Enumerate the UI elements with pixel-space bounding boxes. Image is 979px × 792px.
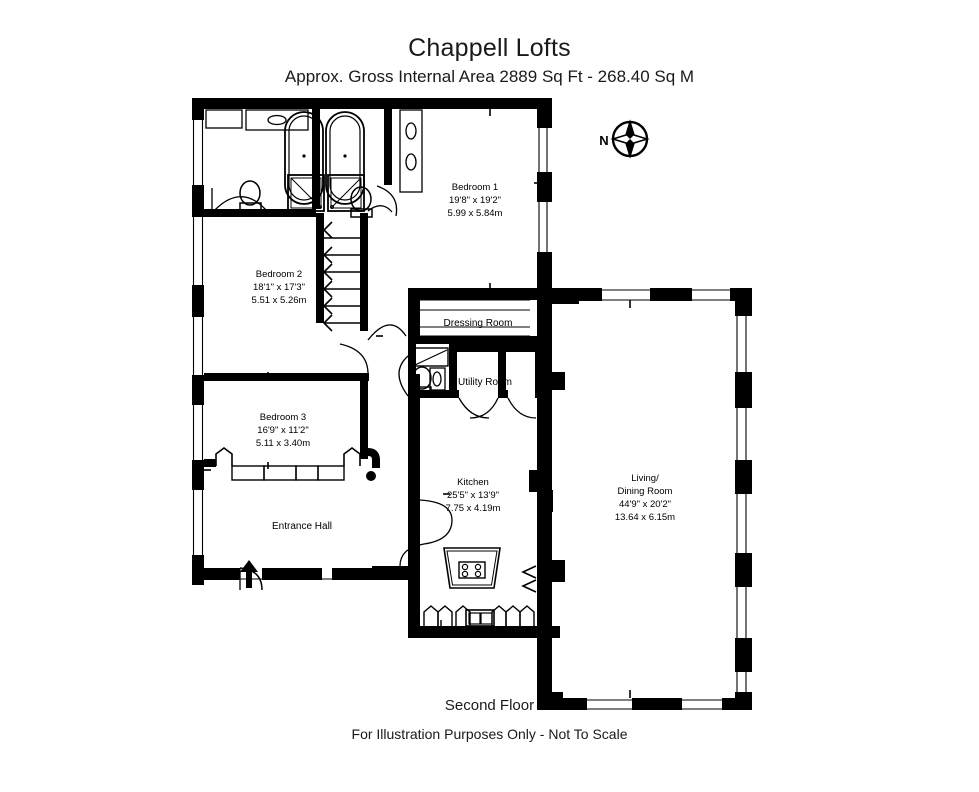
room-label-living-dining-line2: Dining Room <box>618 486 673 497</box>
page-subtitle: Approx. Gross Internal Area 2889 Sq Ft -… <box>284 67 695 86</box>
toilet-icon <box>350 186 373 218</box>
window-tick-marks <box>204 109 631 698</box>
hob-burner-icon <box>461 570 469 578</box>
basin-icon <box>399 109 423 193</box>
basin-icon <box>429 367 446 391</box>
room-dim-bedroom-2-imperial: 18'1" x 17'3" <box>253 282 305 293</box>
room-dim-living-dining-metric: 13.64 x 6.15m <box>615 512 675 523</box>
sink-icon <box>267 114 287 126</box>
toilet-icon <box>239 180 262 212</box>
room-label-dressing-room: Dressing Room <box>444 318 513 329</box>
bathtub-icon <box>284 111 324 205</box>
room-labels: Bedroom 1 19'8" x 19'2" 5.99 x 5.84m Bed… <box>252 182 676 532</box>
kitchen-island <box>443 547 501 589</box>
room-label-entrance-hall: Entrance Hall <box>272 521 332 532</box>
kitchen-fixtures <box>423 547 537 627</box>
room-dim-living-dining-imperial: 44'9" x 20'2" <box>619 499 671 510</box>
kitchen-cabinets <box>423 605 535 626</box>
room-label-utility-room: Utility Room <box>458 377 512 388</box>
shower-icon <box>327 174 365 212</box>
room-dim-kitchen-imperial: 25'5" x 13'9" <box>447 490 499 501</box>
wall-structure <box>192 98 752 710</box>
room-dim-bedroom-2-metric: 5.51 x 5.26m <box>252 295 307 306</box>
disclaimer-text: For Illustration Purposes Only - Not To … <box>351 726 628 742</box>
compass-rose-icon: N <box>599 119 650 159</box>
fitted-units <box>215 447 380 481</box>
room-label-kitchen: Kitchen <box>457 477 489 488</box>
compass-north-label: N <box>599 133 608 148</box>
staircase <box>322 221 360 332</box>
hob-burner-icon <box>474 563 482 571</box>
room-dim-kitchen-metric: 7.75 x 4.19m <box>446 503 501 514</box>
sink-icon <box>465 609 495 627</box>
room-label-bedroom-1: Bedroom 1 <box>452 182 498 193</box>
room-label-living-dining-line1: Living/ <box>631 473 659 484</box>
room-dim-bedroom-3-metric: 5.11 x 3.40m <box>256 438 310 449</box>
room-dim-bedroom-3-imperial: 16'9" x 11'2" <box>257 425 308 436</box>
hob-burner-icon <box>461 563 469 571</box>
cloakroom-fixtures <box>411 347 449 394</box>
interior-partitions <box>204 103 553 512</box>
hob-burner-icon <box>474 570 482 578</box>
page-title: Chappell Lofts <box>408 34 571 62</box>
room-label-bedroom-3: Bedroom 3 <box>260 412 306 423</box>
bathroom-fixtures <box>205 109 423 218</box>
toilet-icon <box>411 366 432 394</box>
shower-icon <box>287 174 325 212</box>
room-dim-bedroom-1-metric: 5.99 x 5.84m <box>448 208 503 219</box>
door-swings <box>211 185 537 591</box>
floor-label: Second Floor <box>444 697 535 714</box>
bathtub-icon <box>325 111 365 205</box>
entry-arrow-icon <box>240 560 258 588</box>
room-label-bedroom-2: Bedroom 2 <box>256 269 302 280</box>
room-dim-bedroom-1-imperial: 19'8" x 19'2" <box>449 195 501 206</box>
